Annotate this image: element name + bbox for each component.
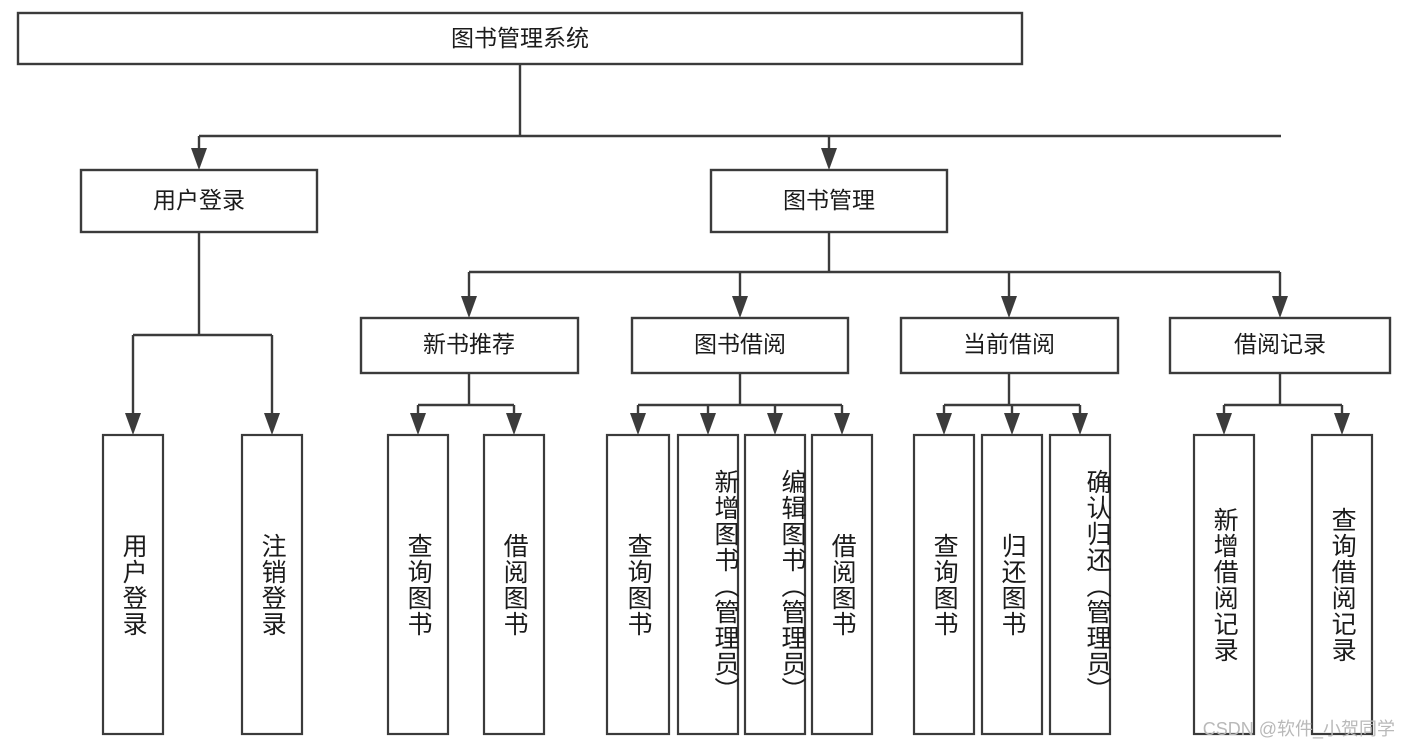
node-leaf-query-book-cur[interactable] <box>912 433 976 736</box>
node-leaf-query-book-rec[interactable] <box>386 433 450 736</box>
node-leaf-query-book-borrow[interactable] <box>605 433 671 736</box>
node-borrow-record-label: 借阅记录 <box>1234 331 1326 357</box>
node-leaf-add-borrow-record[interactable] <box>1192 433 1256 736</box>
node-book-manage-label: 图书管理 <box>783 187 875 213</box>
node-root-label: 图书管理系统 <box>451 25 589 51</box>
connector-currentborrow-to-leaves <box>936 373 1088 435</box>
node-user-login[interactable]: 用户登录 <box>79 168 319 234</box>
node-borrow-record[interactable]: 借阅记录 <box>1168 316 1392 375</box>
node-book-borrow-label: 图书借阅 <box>694 331 786 357</box>
node-leaf-query-borrow-record[interactable] <box>1310 433 1374 736</box>
connector-root-to-level2 <box>191 64 1281 170</box>
node-root[interactable]: 图书管理系统 <box>16 11 1024 66</box>
node-book-borrow[interactable]: 图书借阅 <box>630 316 850 375</box>
connector-userlogin-to-leaves <box>125 232 280 435</box>
node-book-manage[interactable]: 图书管理 <box>709 168 949 234</box>
node-leaf-add-book[interactable] <box>676 433 740 736</box>
connector-bookborrow-to-leaves <box>630 373 850 435</box>
node-leaf-confirm-return[interactable] <box>1048 433 1112 736</box>
leaf-boxes <box>101 433 1374 736</box>
node-new-book-recommend[interactable]: 新书推荐 <box>359 316 580 375</box>
node-leaf-borrow-book[interactable] <box>810 433 874 736</box>
connector-borrowrecord-to-leaves <box>1216 373 1350 435</box>
node-current-borrow-label: 当前借阅 <box>963 331 1055 357</box>
node-leaf-borrow-book-rec[interactable] <box>482 433 546 736</box>
node-current-borrow[interactable]: 当前借阅 <box>899 316 1120 375</box>
node-leaf-return-book[interactable] <box>980 433 1044 736</box>
node-user-login-label: 用户登录 <box>153 187 245 213</box>
connector-newbook-to-leaves <box>410 373 522 435</box>
connector-bookmanage-to-level3 <box>461 232 1288 318</box>
node-leaf-edit-book[interactable] <box>743 433 807 736</box>
csdn-watermark: CSDN @软件_小贺同学 <box>1202 719 1395 739</box>
node-leaf-user-login[interactable] <box>101 433 165 736</box>
node-new-book-recommend-label: 新书推荐 <box>423 331 515 357</box>
node-leaf-user-logout[interactable] <box>240 433 304 736</box>
